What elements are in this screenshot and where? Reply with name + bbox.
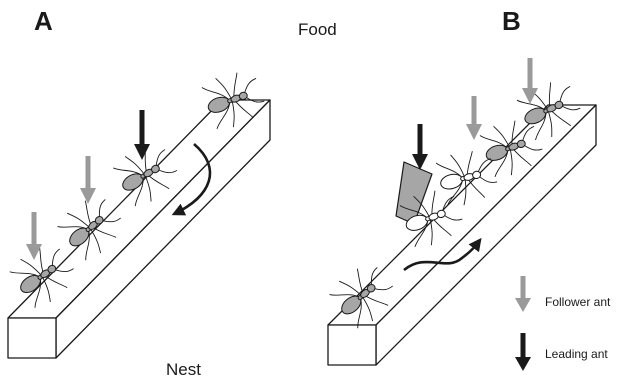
beam-b [328, 105, 596, 365]
follower-arrow-a-2 [26, 212, 42, 260]
legend-follower-arrow [515, 276, 531, 312]
nest-label: Nest [166, 360, 201, 380]
follower-arrow-b-1 [466, 96, 482, 140]
obstacle [396, 162, 432, 224]
food-label: Food [298, 20, 337, 40]
panel-label-b: B [502, 6, 521, 37]
legend-leader-label: Leading ant [545, 347, 608, 361]
panel-label-a: A [34, 6, 53, 37]
leader-arrow-b [412, 124, 428, 170]
legend [515, 276, 531, 371]
follower-arrow-a-1 [80, 156, 96, 204]
leader-arrow-a [134, 110, 150, 160]
panel-b [326, 58, 596, 365]
panel-a [7, 65, 270, 358]
legend-leader-arrow [515, 333, 531, 371]
legend-follower-label: Follower ant [545, 295, 610, 309]
follower-arrow-b-2 [522, 58, 538, 104]
beam-a [8, 100, 270, 358]
